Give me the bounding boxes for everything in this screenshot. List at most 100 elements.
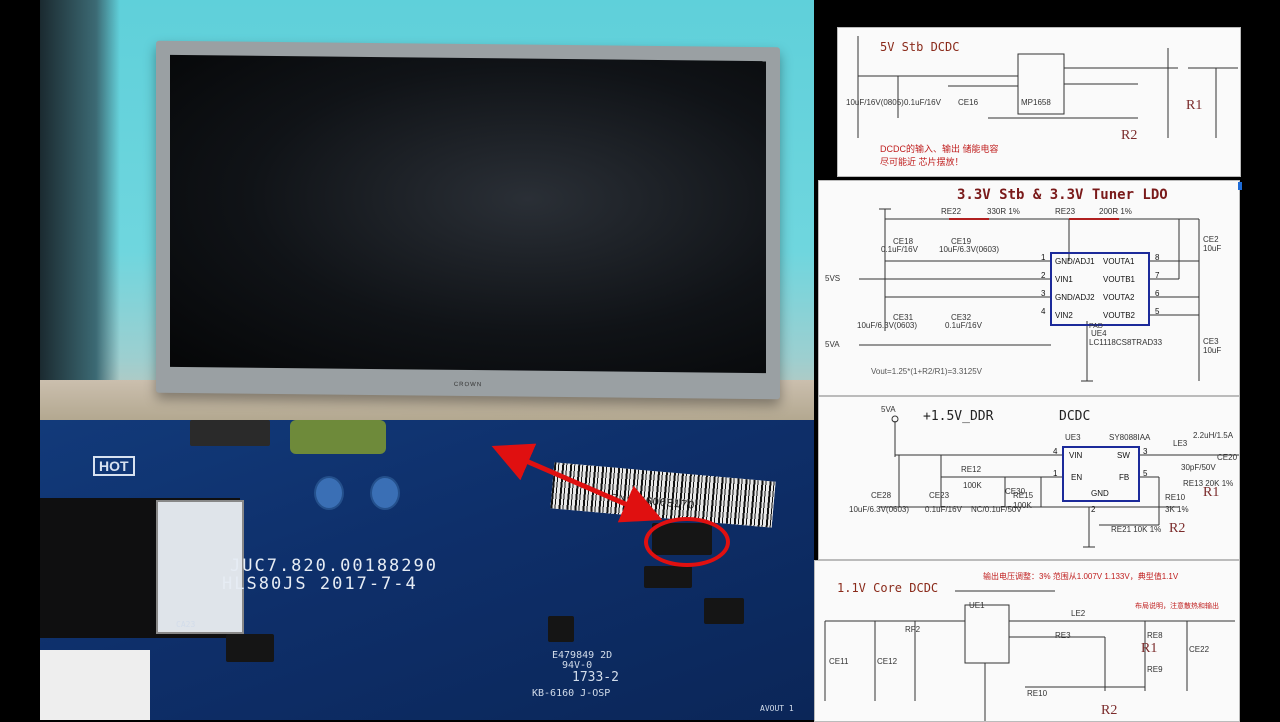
- chip-part: LC1118CS8TRAD33: [1089, 338, 1163, 347]
- pin-right-4: VOUTB2: [1103, 311, 1136, 320]
- re3-label: RE3: [1055, 631, 1071, 640]
- ce28-value: 10uF/6.3V(0603): [849, 505, 910, 514]
- board-id-line1: JUC7.820.00188290: [230, 556, 438, 576]
- chip-ref: UE4: [1091, 329, 1107, 338]
- schematic-3v3-ldo: 3.3V Stb & 3.3V Tuner LDO RE22 330R 1% R…: [818, 180, 1240, 396]
- pin-right-3: VOUTA2: [1103, 293, 1135, 302]
- re10-value: 3K 1%: [1165, 505, 1189, 514]
- silk-ca23: CA23: [176, 620, 196, 629]
- ce19-label: CE19: [951, 237, 972, 246]
- ce28-label: CE28: [871, 491, 892, 500]
- ce2-label: CE2: [1203, 235, 1219, 244]
- red-arrow: [491, 443, 663, 523]
- ic-chip: [644, 566, 692, 588]
- ce3-value: 10uF: [1203, 346, 1222, 355]
- schematic-title: 3.3V Stb & 3.3V Tuner LDO: [957, 187, 1168, 203]
- cap-30p: 30pF/50V: [1181, 463, 1216, 472]
- le3-value: 2.2uH/1.5A: [1193, 431, 1234, 440]
- layout-note: DCDC的输入、输出 储能电容尽可能近 芯片摆放！: [880, 144, 999, 167]
- r2-mark: R2: [1101, 703, 1118, 718]
- re12-label: RE12: [961, 465, 982, 474]
- pin-sw: SW: [1117, 451, 1130, 460]
- ce32-label: CE32: [951, 313, 972, 322]
- pin-num: 1: [1053, 469, 1058, 478]
- vout-note: 输出电压调整：3% 范围从1.007V 1.133V，典型值1.1V: [983, 572, 1179, 581]
- pin-left-2: VIN1: [1055, 275, 1073, 284]
- part-code: KB-6160 J-OSP: [532, 688, 611, 699]
- pad-label: PAD: [1089, 323, 1103, 330]
- avout-label: AVOUT 1: [760, 704, 794, 713]
- ce3-label: CE3: [1203, 337, 1219, 346]
- re9-label: RE9: [1147, 665, 1163, 674]
- pin-num: 4: [1053, 447, 1058, 456]
- re22-label: RE22: [941, 207, 962, 216]
- cap-label: 0.1uF/16V: [904, 98, 941, 107]
- cap-label: CE16: [958, 98, 979, 107]
- layout-note: 布局说明，注意散热和输出: [1135, 603, 1219, 610]
- pin-num: 1: [1041, 253, 1046, 262]
- pin-num: 6: [1155, 289, 1160, 298]
- schematic-lines: [879, 415, 1239, 548]
- ce20-label: CE20: [1217, 453, 1238, 462]
- ce32-value: 0.1uF/16V: [945, 321, 982, 330]
- re13-label: RE13 20K 1%: [1183, 479, 1234, 488]
- schematic-lines: [824, 590, 1235, 721]
- re10-label: RE10: [1165, 493, 1186, 502]
- ic-chip: [226, 634, 274, 662]
- ce2-value: 10uF: [1203, 244, 1222, 253]
- r1-mark: R1: [1141, 641, 1158, 656]
- schematic-lines: [859, 208, 1200, 382]
- supply-label: 5VA: [881, 405, 896, 414]
- pin-num: 7: [1155, 271, 1160, 280]
- fpc-connector: [156, 500, 244, 634]
- pin-num: 8: [1155, 253, 1160, 262]
- hot-warning-label: HOT: [93, 456, 135, 476]
- tv-photo: CROWN: [40, 0, 814, 420]
- wall-shadow: [40, 0, 120, 420]
- edge-marker: [1238, 182, 1242, 190]
- re22-value: 330R 1%: [987, 207, 1020, 216]
- r1-mark: R1: [1186, 98, 1203, 113]
- pin-num: 5: [1143, 469, 1148, 478]
- line-filter: [290, 420, 386, 454]
- re8-label: RE8: [1147, 631, 1163, 640]
- nc-cap: NC/0.1uF/50V: [971, 505, 1022, 514]
- date-code: 1733-2: [572, 670, 619, 685]
- pin-right-1: VOUTA1: [1103, 257, 1135, 266]
- chip-ref: UE3: [1065, 433, 1081, 442]
- schematic-lines: [857, 36, 1238, 138]
- vout-formula: Vout=1.25*(1+R2/R1)=3.3125V: [871, 367, 982, 376]
- le2-label: LE2: [1071, 609, 1086, 618]
- ce11-label: CE11: [829, 657, 849, 666]
- ce18-value: 0.1uF/16V: [881, 245, 918, 254]
- schematic-title: 1.1V Core DCDC: [837, 581, 939, 595]
- highlight-circle: [644, 517, 730, 567]
- ic-chip: [548, 616, 574, 642]
- ce30-label: CE30: [1005, 487, 1026, 496]
- r2-mark: R2: [1121, 128, 1138, 143]
- heatsink: [190, 420, 270, 446]
- re10-label: RE10: [1027, 689, 1048, 698]
- rf2-label: RF2: [905, 625, 921, 634]
- cert-line: E479849 2D: [552, 650, 613, 661]
- ce23-label: CE23: [929, 491, 950, 500]
- chip-part: SY8088IAA: [1109, 433, 1151, 442]
- input-5vs: 5VS: [825, 274, 841, 283]
- pin-left-4: VIN2: [1055, 311, 1073, 320]
- r1-mark: R1: [1203, 485, 1220, 500]
- ceramic-capacitor: [314, 476, 344, 510]
- schematic-1v5-ddr: +1.5V_DDR DCDC 5VA UE3 SY8088IAA VIN SW …: [818, 396, 1240, 560]
- pin-num: 5: [1155, 307, 1160, 316]
- pin-fb: FB: [1119, 473, 1130, 482]
- ce18-label: CE18: [893, 237, 914, 246]
- schematic-title: 5V Stb DCDC: [880, 40, 960, 54]
- re23-value: 200R 1%: [1099, 207, 1132, 216]
- ce31-label: CE31: [893, 313, 914, 322]
- schematic-title: +1.5V_DDR: [923, 409, 994, 424]
- schematic-subtitle: DCDC: [1059, 409, 1091, 424]
- ce19-value: 10uF/6.3V(0603): [939, 245, 1000, 254]
- ce23-value: 0.1uF/16V: [925, 505, 962, 514]
- ce31-value: 10uF/6.3V(0603): [857, 321, 918, 330]
- re15-value: 100K: [1013, 501, 1032, 510]
- re15-label: RE15: [1013, 491, 1034, 500]
